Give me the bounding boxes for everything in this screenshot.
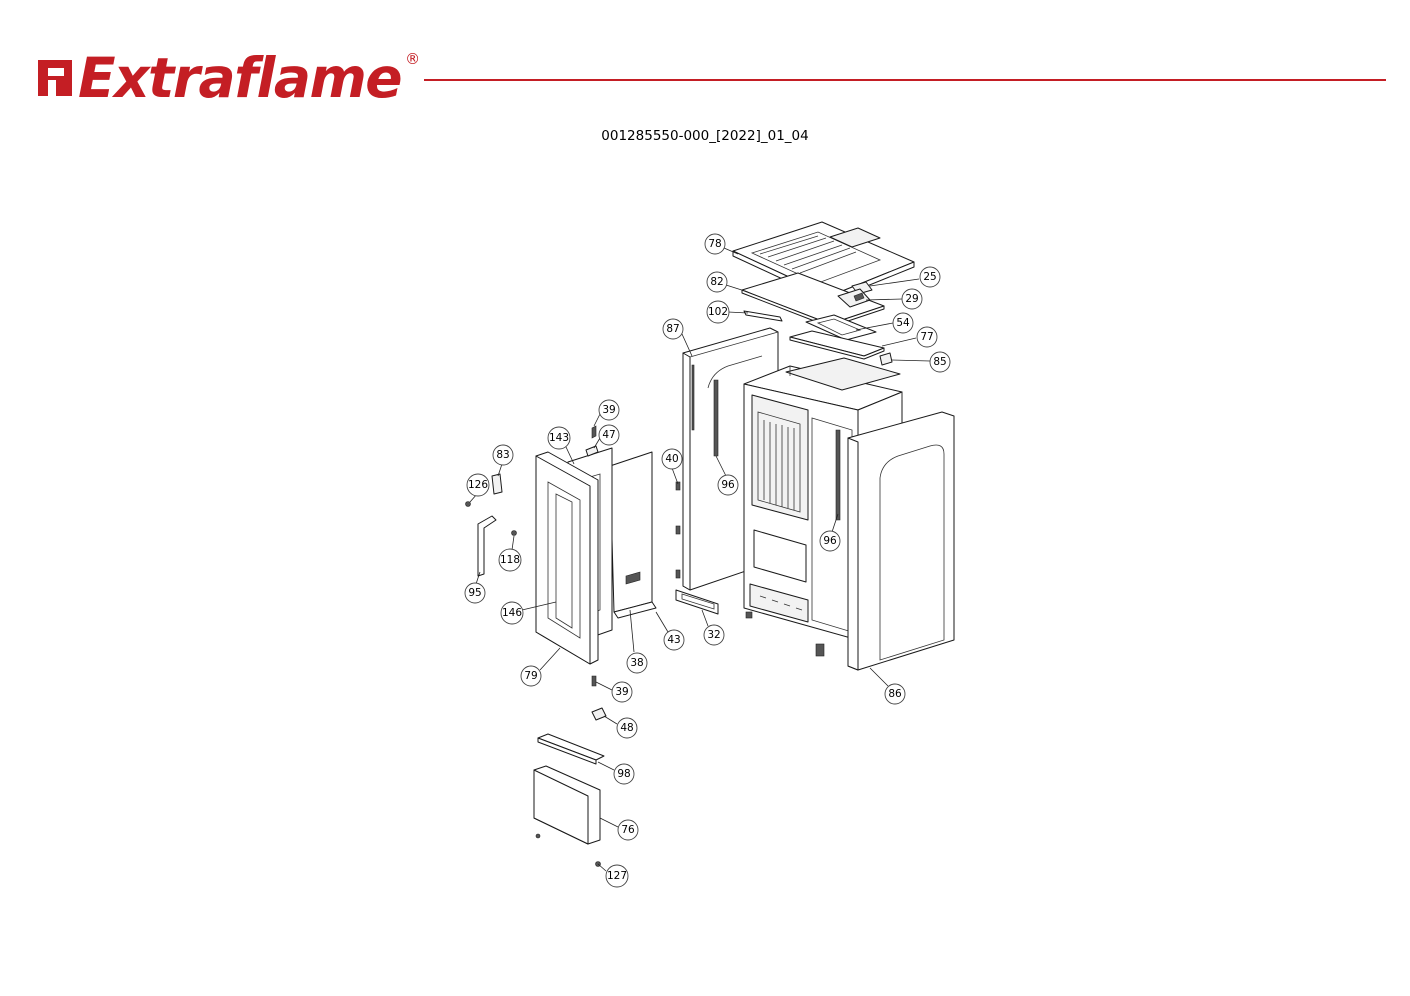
callout: 126 xyxy=(466,473,490,497)
svg-text:38: 38 xyxy=(630,657,643,669)
leader-lines xyxy=(469,247,931,872)
right-side-panel xyxy=(847,411,955,671)
svg-text:87: 87 xyxy=(666,323,679,335)
lower-deflector xyxy=(537,733,605,765)
callout: 32 xyxy=(703,624,725,646)
svg-text:54: 54 xyxy=(896,317,910,329)
callout: 77 xyxy=(916,326,938,348)
callout: 29 xyxy=(901,288,923,310)
svg-text:76: 76 xyxy=(621,824,635,836)
svg-text:127: 127 xyxy=(607,870,627,882)
callout: 118 xyxy=(498,548,522,572)
callout: 143 xyxy=(547,426,571,450)
svg-text:32: 32 xyxy=(707,629,720,641)
pin-39-bottom xyxy=(591,675,597,687)
svg-text:98: 98 xyxy=(617,768,630,780)
callout: 39 xyxy=(611,681,633,703)
document-code: 001285550-000_[2022]_01_04 xyxy=(601,128,809,144)
svg-text:40: 40 xyxy=(665,453,678,465)
control-panel-plate xyxy=(805,314,877,341)
front-bracket xyxy=(743,310,783,322)
ash-slot-plate xyxy=(675,589,719,615)
door-front-frame xyxy=(535,451,599,665)
callout: 43 xyxy=(663,629,685,651)
logo-mark-icon xyxy=(38,60,72,96)
callouts: 78 25 82 29 102 54 87 77 85 39 143 47 83… xyxy=(464,233,951,888)
callout: 82 xyxy=(706,271,728,293)
callout: 96 xyxy=(717,474,739,496)
callout: 96 xyxy=(819,530,841,552)
svg-text:102: 102 xyxy=(708,306,728,318)
callout: 54 xyxy=(892,312,914,334)
screw-126 xyxy=(465,501,471,507)
callout: 127 xyxy=(605,864,629,888)
display-unit xyxy=(879,352,893,366)
svg-text:95: 95 xyxy=(468,587,481,599)
callout: 86 xyxy=(884,683,906,705)
screw-118 xyxy=(511,530,517,536)
registered-mark: ® xyxy=(405,50,421,68)
svg-text:126: 126 xyxy=(468,479,488,491)
screw-76 xyxy=(535,833,541,839)
front-top-panel xyxy=(789,330,885,360)
door-handle xyxy=(477,515,497,577)
callout: 76 xyxy=(617,819,639,841)
callout: 95 xyxy=(464,582,486,604)
callout: 47 xyxy=(598,424,620,446)
callout: 102 xyxy=(706,300,730,324)
svg-text:143: 143 xyxy=(549,432,569,444)
svg-text:83: 83 xyxy=(496,449,509,461)
svg-text:29: 29 xyxy=(905,293,918,305)
svg-text:146: 146 xyxy=(502,607,522,619)
hinge-47 xyxy=(585,445,599,457)
inner-glass-panel xyxy=(609,451,653,613)
callout: 25 xyxy=(919,266,941,288)
callout: 40 xyxy=(661,448,683,470)
hinge-rack xyxy=(675,481,681,579)
svg-text:85: 85 xyxy=(933,356,946,368)
callout: 83 xyxy=(492,444,514,466)
brand-logo: Extraflame ® xyxy=(34,46,420,110)
svg-text:96: 96 xyxy=(721,479,735,491)
svg-text:77: 77 xyxy=(920,331,933,343)
svg-text:78: 78 xyxy=(708,238,721,250)
pin-39-top xyxy=(591,425,597,439)
glass-gasket xyxy=(613,601,657,619)
svg-text:43: 43 xyxy=(667,634,680,646)
svg-text:96: 96 xyxy=(823,535,837,547)
hinge-48 xyxy=(591,707,607,721)
ash-drawer-cover xyxy=(533,765,601,845)
callout: 85 xyxy=(929,351,951,373)
callout: 39 xyxy=(598,399,620,421)
callout: 38 xyxy=(626,652,648,674)
callout: 48 xyxy=(616,717,638,739)
svg-text:48: 48 xyxy=(620,722,633,734)
svg-text:118: 118 xyxy=(500,554,520,566)
svg-text:47: 47 xyxy=(602,429,615,441)
svg-text:39: 39 xyxy=(615,686,628,698)
svg-text:82: 82 xyxy=(710,276,723,288)
callout: 98 xyxy=(613,763,635,785)
callout: 146 xyxy=(500,601,524,625)
svg-text:39: 39 xyxy=(602,404,615,416)
svg-text:79: 79 xyxy=(524,670,537,682)
door-handle-block xyxy=(491,473,503,495)
callout: 79 xyxy=(520,665,542,687)
header-divider xyxy=(424,79,1386,81)
callout: 87 xyxy=(662,318,684,340)
callout: 78 xyxy=(704,233,726,255)
svg-text:25: 25 xyxy=(923,271,936,283)
svg-text:86: 86 xyxy=(888,688,902,700)
brand-name: Extraflame xyxy=(78,46,403,110)
